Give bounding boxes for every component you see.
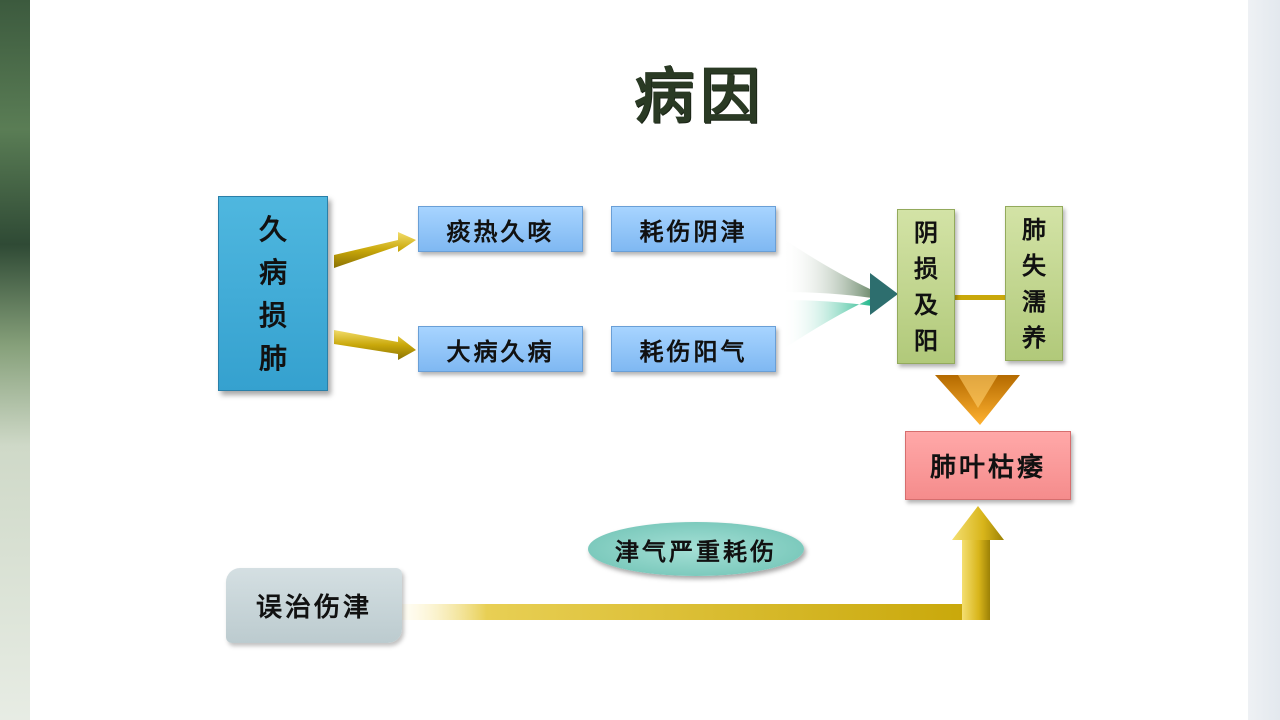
- node-char: 阴: [914, 217, 938, 247]
- node-hao-shang-yin-jin: 耗伤阴津: [611, 206, 776, 252]
- node-char: 失: [1022, 250, 1046, 280]
- node-char: 病: [258, 255, 287, 289]
- bottom-vertical-arrow: [962, 538, 990, 620]
- node-hao-shang-yang-qi: 耗伤阳气: [611, 326, 776, 372]
- node-char: 肺: [258, 341, 287, 375]
- node-da-bing-jiu-bing: 大病久病: [418, 326, 583, 372]
- arrow-to-tanre: [334, 232, 416, 268]
- node-char: 阳: [914, 325, 938, 355]
- page-title: 病因: [634, 62, 766, 132]
- node-char: 养: [1022, 322, 1046, 352]
- right-edge-decoration: [1248, 0, 1280, 720]
- node-jiu-bing-sun-fei: 久 病 损 肺: [218, 196, 328, 391]
- node-yin-sun-ji-yang: 阴 损 及 阳: [897, 209, 955, 364]
- up-arrow-head: [952, 506, 1004, 540]
- connector-yinsun-feishi: [955, 295, 1007, 300]
- arrow-head-to-yinsun: [870, 273, 898, 315]
- converge-fan-top: [782, 238, 872, 298]
- node-char: 久: [258, 212, 287, 246]
- node-tan-re-jiu-ke: 痰热久咳: [418, 206, 583, 252]
- bottom-horizontal-arrow: [402, 604, 968, 620]
- arrow-to-dabing: [334, 330, 416, 360]
- node-fei-shi-ru-yang: 肺 失 濡 养: [1005, 206, 1063, 361]
- converge-fan-bottom: [782, 298, 872, 350]
- node-char: 及: [914, 289, 938, 319]
- node-char: 损: [914, 253, 938, 283]
- leaf-decoration: [0, 0, 30, 720]
- node-fei-ye-ku-wei: 肺叶枯痿: [905, 431, 1071, 500]
- node-wu-zhi-shang-jin: 误治伤津: [226, 568, 402, 643]
- label-jin-qi-yan-zhong-hao-shang: 津气严重耗伤: [588, 522, 804, 576]
- node-char: 濡: [1022, 286, 1046, 316]
- node-char: 损: [258, 298, 287, 332]
- node-char: 肺: [1022, 214, 1046, 244]
